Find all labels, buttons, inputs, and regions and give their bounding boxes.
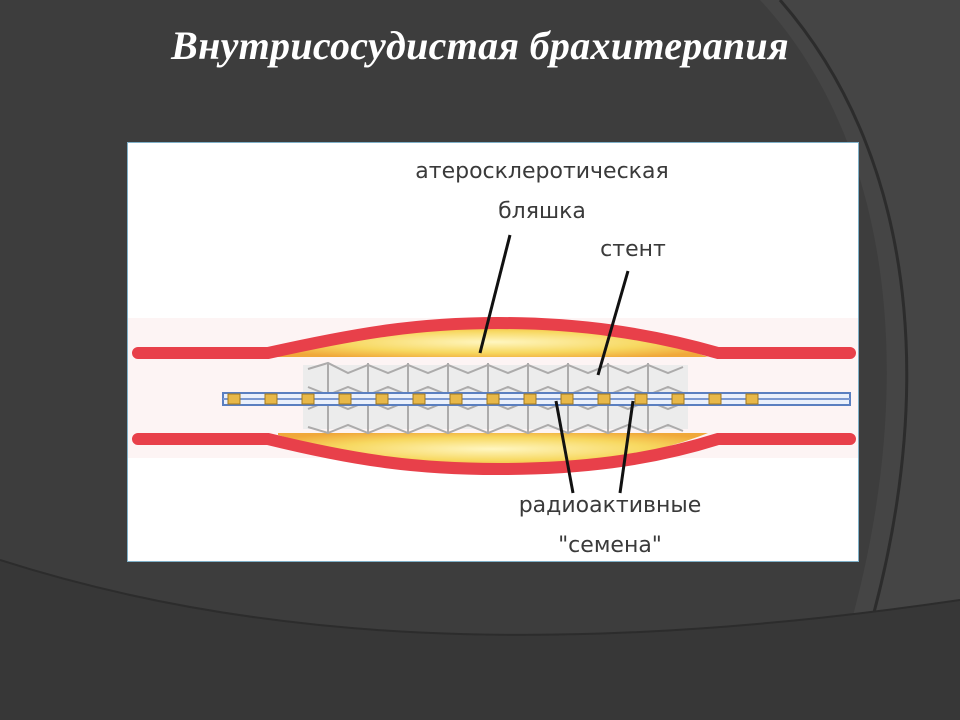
brachytherapy-diagram: атеросклеротическая бляшка стент радиоак… (127, 142, 859, 562)
seeds-label-line1: радиоактивные (518, 493, 702, 518)
vessel-wall-lower (132, 433, 856, 476)
plaque-label-line2: бляшка (498, 199, 586, 224)
plaque-leader-line (478, 234, 512, 354)
seeds-label-line2: "семена" (558, 533, 662, 558)
vessel-illustration (128, 234, 858, 494)
slide-title: Внутрисосудистая брахитерапия (171, 23, 789, 68)
seed-leader-line-1 (554, 400, 575, 494)
plaque-label-line1: атеросклеротическая (415, 159, 669, 184)
radioactive-seeds (227, 393, 759, 405)
vessel-wall-upper (132, 316, 856, 359)
stent-leader-line (596, 270, 630, 376)
seed-leader-line-2 (618, 400, 635, 494)
stent-label: стент (600, 237, 666, 262)
